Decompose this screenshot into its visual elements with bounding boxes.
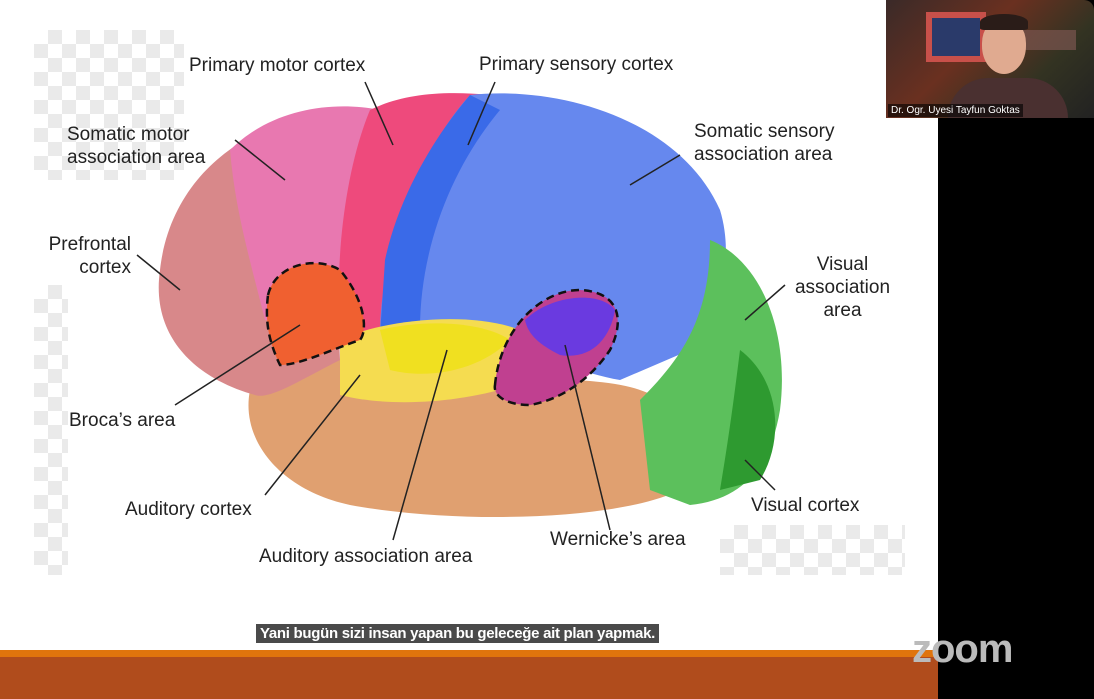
caption-subtitle: Yani bugün sizi insan yapan bu geleceğe … [256, 624, 659, 643]
label-primary-motor-cortex: Primary motor cortex [189, 55, 366, 76]
checker-decoration [34, 30, 184, 180]
label-line: Somatic sensory [694, 121, 835, 142]
auditory-cortex [380, 323, 510, 374]
label-wernickes-area: Wernicke’s area [550, 529, 686, 550]
label-primary-sensory-cortex: Primary sensory cortex [479, 54, 674, 75]
label-auditory-cortex: Auditory cortex [125, 499, 252, 520]
label-line: cortex [79, 257, 131, 278]
label-line: association [794, 277, 891, 298]
label-line: association area [67, 147, 206, 168]
participant-name-label: Dr. Ogr. Uyesi Tayfun Goktas [888, 104, 1023, 117]
background-poster [926, 12, 986, 62]
zoom-logo: zoom [912, 627, 1013, 671]
checker-decoration [34, 285, 68, 575]
label-line: Somatic motor [67, 124, 190, 145]
slide-orange-stripe [0, 650, 938, 657]
participant-video-tile[interactable]: Dr. Ogr. Uyesi Tayfun Goktas [886, 0, 1094, 118]
visual-cortex [720, 350, 776, 490]
brain-diagram [136, 81, 786, 541]
label-visual-cortex: Visual cortex [751, 495, 860, 516]
label-auditory-association-area: Auditory association area [259, 546, 473, 567]
label-line: Visual [816, 254, 869, 275]
checker-decoration [720, 525, 905, 575]
presentation-slide: Primary motor cortex Primary sensory cor… [0, 0, 938, 699]
primary-sensory-area [380, 95, 500, 335]
sensory-area [380, 93, 726, 380]
leader-lines [136, 81, 786, 541]
temporal-lobe [248, 359, 680, 517]
label-line: association area [694, 144, 833, 165]
participant-hair [980, 14, 1028, 30]
broca-area [265, 261, 366, 367]
slide-bottom-bar [0, 657, 938, 699]
label-brocas-area: Broca’s area [69, 410, 176, 431]
label-line: Prefrontal [48, 234, 131, 255]
label-line: area [823, 300, 862, 321]
